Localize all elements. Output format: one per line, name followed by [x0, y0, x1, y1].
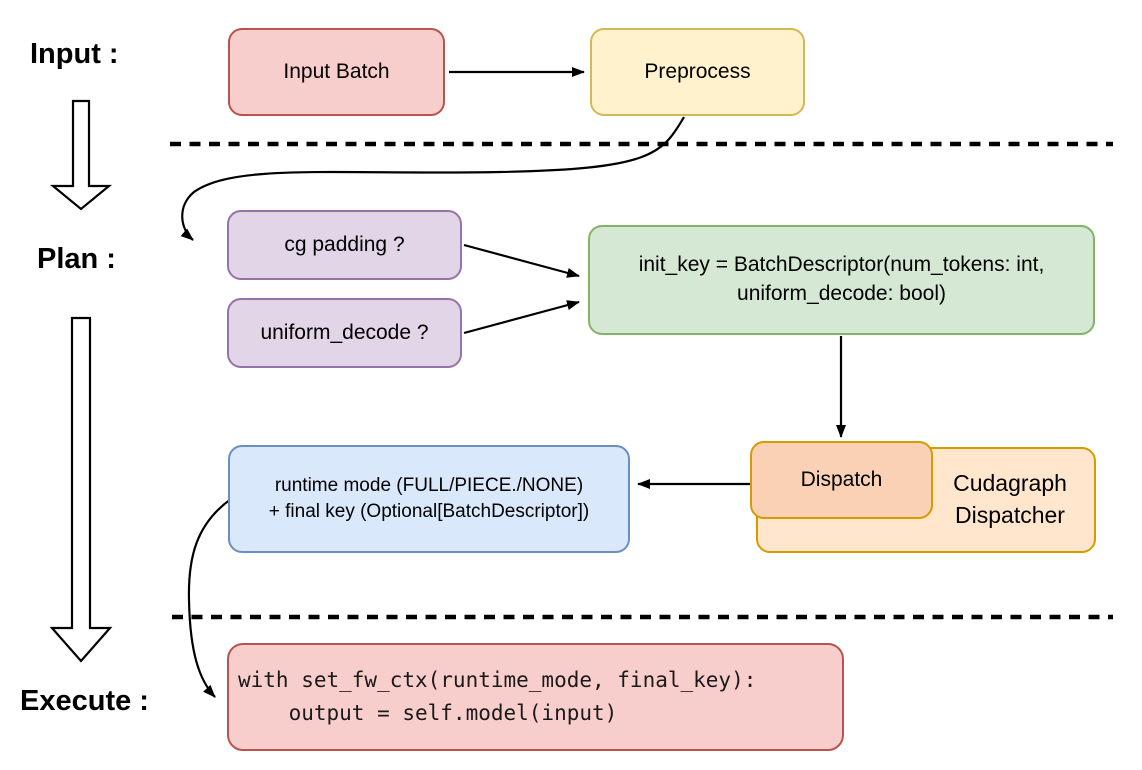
section-label-input: Input : [30, 38, 119, 70]
section-label-plan: Plan : [37, 243, 116, 275]
execute-code-line2: output = self.model(input) [238, 701, 618, 725]
section-label-execute: Execute : [20, 685, 149, 717]
arrow-cg-padding-to-init-key [463, 243, 580, 278]
arrow-uniform-decode-to-init-key [463, 300, 580, 335]
runtime-mode-node: runtime mode (FULL/PIECE./NONE) + final … [228, 445, 630, 553]
arrow-runtime-mode-to-execute-code [187, 498, 232, 698]
init-key-line2: uniform_decode: bool) [737, 282, 946, 305]
input-batch-node: Input Batch [228, 28, 445, 116]
preprocess-node: Preprocess [590, 28, 805, 116]
uniform-decode-label: uniform_decode ? [260, 320, 429, 344]
input-batch-label: Input Batch [283, 59, 390, 83]
execute-code-node: with set_fw_ctx(runtime_mode, final_key)… [227, 643, 844, 751]
hollow-arrow-plan-to-execute [49, 316, 113, 663]
init-key-line1: init_key = BatchDescriptor(num_tokens: i… [638, 253, 1045, 277]
cudagraph-dispatcher-label: Cudagraph Dispatcher [926, 468, 1094, 531]
cg-padding-label: cg padding ? [284, 232, 405, 256]
runtime-mode-line1: runtime mode (FULL/PIECE./NONE) [274, 474, 584, 496]
arrow-preprocess-to-cg-padding [180, 116, 685, 241]
execute-code-line1: with set_fw_ctx(runtime_mode, final_key)… [238, 668, 757, 693]
init-key-node: init_key = BatchDescriptor(num_tokens: i… [588, 225, 1095, 335]
cudagraph-dispatcher-line2: Dispatcher [955, 502, 1065, 528]
preprocess-label: Preprocess [644, 59, 751, 83]
hollow-arrow-input-to-plan [49, 99, 113, 211]
runtime-mode-line2: + final key (Optional[BatchDescriptor]) [268, 501, 590, 522]
cg-padding-node: cg padding ? [227, 210, 462, 280]
dispatch-label: Dispatch [800, 467, 883, 491]
cudagraph-dispatcher-line1: Cudagraph [953, 470, 1067, 497]
uniform-decode-node: uniform_decode ? [227, 298, 462, 368]
dispatch-node: Dispatch [750, 441, 933, 519]
